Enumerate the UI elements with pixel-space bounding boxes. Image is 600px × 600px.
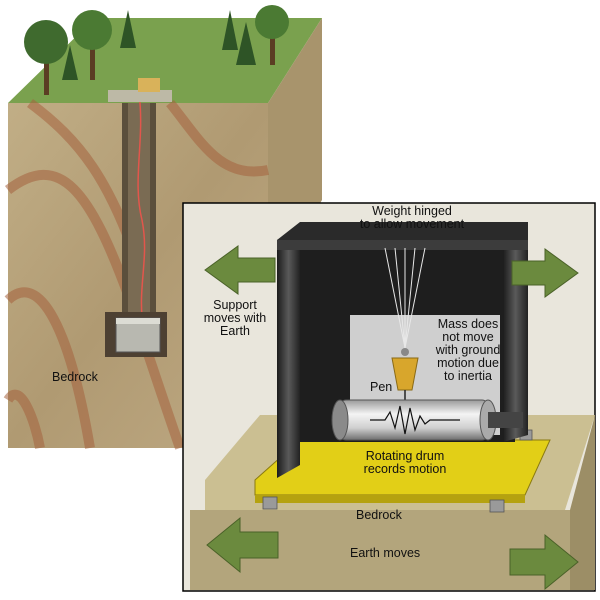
rotating-drum <box>339 399 489 441</box>
earth-arrow-left <box>206 516 279 574</box>
mass-label: Mass does not move with ground motion du… <box>435 317 501 383</box>
surface-hut <box>138 78 160 92</box>
trees <box>24 5 289 95</box>
support-arrow-right <box>511 248 579 298</box>
support-label: Support moves with Earth <box>203 298 267 338</box>
pen-label: Pen <box>370 380 393 394</box>
weight-label: Weight hinged to allow movement <box>359 204 465 231</box>
bedrock-label-left: Bedrock <box>52 370 98 384</box>
frame-left-wall <box>277 232 300 478</box>
detail-panel <box>182 202 596 592</box>
seismic-trace <box>370 405 460 435</box>
drum-label: Rotating drum records motion <box>363 449 447 476</box>
support-arrow-left <box>204 245 276 295</box>
earth-arrow-right <box>509 533 579 591</box>
earth-moves-label: Earth moves <box>350 546 421 560</box>
mass-weight <box>391 357 419 391</box>
suspension-wires <box>384 247 426 349</box>
frame-top-beam <box>277 222 528 240</box>
bedrock-label-right: Bedrock <box>356 508 402 522</box>
cable <box>137 92 146 331</box>
